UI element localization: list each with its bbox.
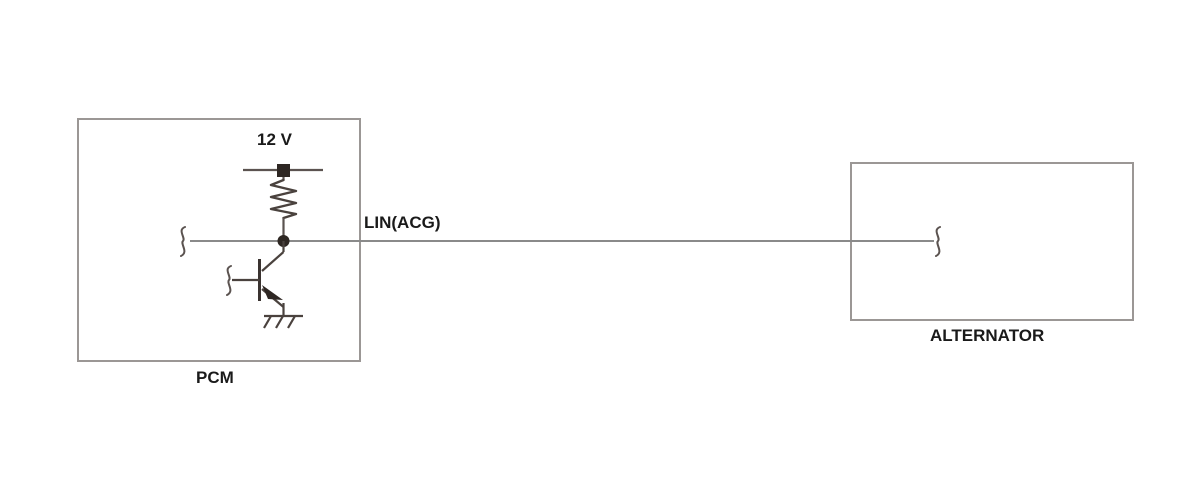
ground-hatch-3 (287, 315, 296, 329)
lin-acg-signal-label: LIN(ACG) (364, 213, 441, 232)
transistor-collector-diagonal (261, 251, 285, 272)
alternator-lin-terminal-squiggle (935, 226, 941, 257)
supply-node-square (277, 164, 290, 177)
supply-voltage-label: 12 V (257, 130, 292, 149)
ground-hatch-2 (275, 315, 284, 329)
resistor-symbol (269, 178, 298, 220)
pcm-label: PCM (196, 368, 234, 387)
pcm-lin-terminal-squiggle (180, 226, 186, 257)
pcm-base-terminal-squiggle (226, 265, 232, 296)
ground-hatch-1 (263, 315, 272, 329)
transistor-emitter-arrow (262, 285, 283, 300)
alternator-label: ALTERNATOR (930, 326, 1045, 345)
